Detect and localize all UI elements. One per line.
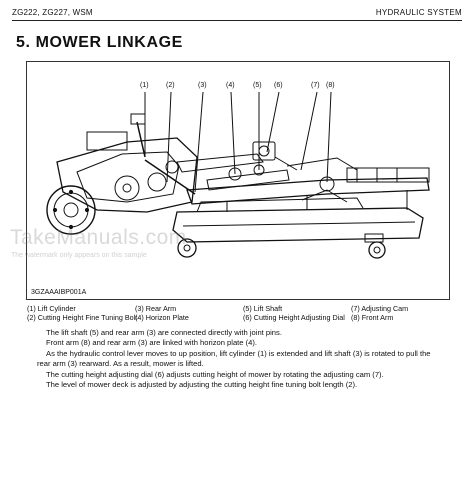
legend-item: (8) Front Arm bbox=[351, 313, 394, 322]
callout-1: (1) bbox=[140, 82, 149, 89]
legend-item: (1) Lift Cylinder bbox=[27, 304, 76, 313]
callout-6: (6) bbox=[274, 82, 283, 89]
paragraph: The level of mower deck is adjusted by a… bbox=[46, 380, 358, 390]
paragraph: The lift shaft (5) and rear arm (3) are … bbox=[46, 328, 282, 337]
watermark-note: The watermark only appears on this sampl… bbox=[11, 252, 147, 259]
legend-item: (4) Horizon Plate bbox=[135, 313, 189, 322]
watermark-brand: TakeManuals.com bbox=[10, 226, 187, 249]
callout-7: (7) bbox=[311, 82, 320, 89]
legend-item: (7) Adjusting Cam bbox=[351, 304, 409, 313]
legend-item: (3) Rear Arm bbox=[135, 304, 177, 313]
legend-item: (2) Cutting Height Fine Tuning Bolt bbox=[27, 313, 138, 322]
paragraph: The cutting height adjusting dial (6) ad… bbox=[46, 369, 384, 379]
mower-linkage-drawing bbox=[46, 91, 430, 259]
page-title: 5. MOWER LINKAGE bbox=[16, 34, 183, 51]
paragraph: rear arm (3) rearward. As a result, mowe… bbox=[37, 359, 204, 369]
legend-item: (5) Lift Shaft bbox=[243, 304, 283, 313]
callout-3: (3) bbox=[198, 82, 207, 89]
paragraph: Front arm (8) and rear arm (3) are linke… bbox=[46, 338, 258, 348]
header-models: ZG222, ZG227, WSM bbox=[12, 8, 93, 17]
header-section: HYDRAULIC SYSTEM bbox=[375, 8, 462, 17]
header-rule bbox=[12, 20, 462, 21]
callout-5: (5) bbox=[253, 82, 262, 89]
callout-2: (2) bbox=[166, 82, 175, 89]
mower-linkage-figure: (1) (2) (3) (4) (5) (6) (7) (8) 3GZAAAIB… bbox=[26, 61, 450, 300]
description: The lift shaft (5) and rear arm (3) are … bbox=[37, 328, 462, 390]
legend-item: (6) Cutting Height Adjusting Dial bbox=[243, 313, 345, 322]
callout-4: (4) bbox=[226, 82, 235, 89]
figure-code: 3GZAAAIBP001A bbox=[31, 289, 87, 296]
paragraph: As the hydraulic control lever moves to … bbox=[46, 348, 431, 358]
callout-8: (8) bbox=[326, 82, 335, 89]
